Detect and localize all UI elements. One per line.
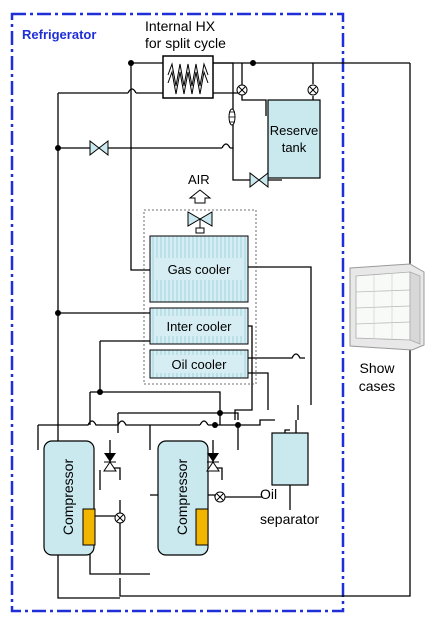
reserve-tank-label-line2: tank: [282, 140, 307, 155]
air-damper-icon: [187, 211, 213, 234]
show-case-icon: [349, 263, 425, 351]
valve-icon-left: [89, 139, 109, 157]
internal-hx-label-line1: Internal HX: [145, 18, 216, 34]
inter-cooler-label: Inter cooler: [166, 319, 232, 334]
oil-cooler-label: Oil cooler: [172, 357, 228, 372]
oil-separator-label-line2: separator: [260, 511, 319, 527]
air-arrow-icon: [188, 189, 212, 204]
coil-icon: [228, 108, 236, 126]
check-valve-icon-2: [206, 453, 220, 472]
expansion-valve-icon-2: [307, 84, 319, 96]
show-cases-label-line2: cases: [359, 378, 396, 394]
air-label: AIR: [188, 172, 210, 187]
valve-icon-reserve: [249, 171, 269, 189]
oil-valve-icon-1: [114, 512, 126, 524]
compressor-1-label: Compressor: [60, 459, 76, 536]
expansion-valve-icon: [236, 84, 248, 96]
check-valve-icon-1: [103, 453, 117, 472]
internal-hx-label-line2: for split cycle: [145, 35, 226, 51]
oil-valve-icon-2: [214, 491, 226, 503]
cooler-housing: [143, 209, 257, 385]
show-cases-label-line1: Show: [359, 360, 395, 376]
oil-cooler: Oil cooler: [149, 349, 249, 379]
refrigerator-boundary: [10, 12, 345, 613]
compressor-2-label: Compressor: [174, 459, 190, 536]
inter-cooler: Inter cooler: [149, 307, 249, 345]
gas-cooler-label: Gas cooler: [168, 262, 232, 277]
internal-hx: [162, 55, 214, 99]
refrigerator-label: Refrigerator: [22, 27, 96, 42]
oil-separator-label-line1: Oil: [260, 486, 277, 502]
oil-separator: [271, 432, 309, 486]
reserve-tank: Reserve tank: [267, 99, 321, 179]
compressor-2: Compressor: [157, 440, 209, 556]
compressor-1: Compressor: [43, 440, 96, 556]
junction-dots: [55, 60, 256, 428]
gas-cooler: Gas cooler: [149, 235, 249, 303]
reserve-tank-label-line1: Reserve: [270, 123, 318, 138]
